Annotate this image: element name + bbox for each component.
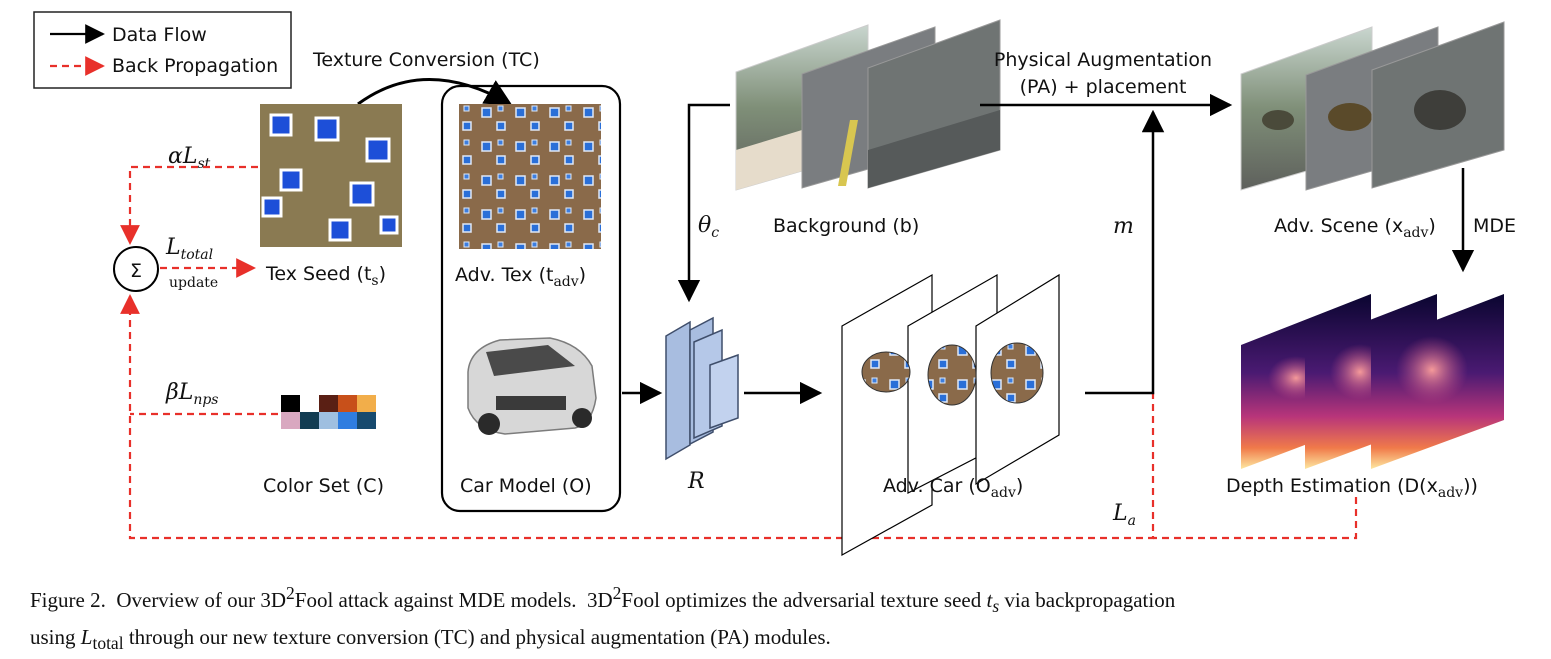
l-total-label: Ltotal: [165, 235, 213, 263]
texture-conversion-label: Texture Conversion (TC): [312, 49, 540, 71]
color-swatch: [338, 412, 357, 429]
color-swatch: [281, 412, 300, 429]
caption-text: using: [30, 625, 81, 650]
update-label: update: [169, 275, 218, 291]
color-swatch: [357, 395, 376, 412]
adv-car-to-pa-arrow: [1085, 109, 1165, 395]
adv-scene-images: [1240, 21, 1505, 191]
color-swatch: [357, 412, 376, 429]
color-swatch: [300, 412, 319, 429]
depth-estimation-images: [1241, 294, 1504, 469]
theta-c-arrow: [677, 103, 730, 303]
depth-estimation-label: Depth Estimation (D(xadv)): [1226, 475, 1478, 501]
adv-tex-label: Adv. Tex (tadv): [455, 264, 586, 290]
caption-superscript: 2: [286, 583, 295, 603]
car-model-image: [467, 337, 597, 435]
tex-seed-label: Tex Seed (ts): [265, 263, 386, 289]
tc-curved-arrow: [357, 78, 513, 106]
adv-car-label: Adv. Car (Oadv): [883, 475, 1023, 501]
renderer-label: R: [687, 469, 705, 494]
legend-back-propagation-label: Back Propagation: [112, 55, 278, 77]
theta-c-label: θc: [698, 213, 719, 241]
figure-caption: Figure 2. Overview of our 3D2Fool attack…: [30, 578, 1530, 659]
caption-math-sub: s: [992, 596, 1000, 617]
caption-text: through our new texture conversion (TC) …: [123, 625, 831, 650]
caption-text: Figure 2. Overview of our 3D: [30, 588, 287, 612]
caption-superscript: 2: [612, 583, 622, 603]
sigma-symbol: Σ: [130, 260, 142, 282]
legend-data-flow-label: Data Flow: [112, 24, 207, 46]
sigma-node: [113, 246, 159, 292]
caption-text: Fool optimizes the adversarial texture s…: [621, 588, 987, 612]
legend-box: [33, 11, 292, 89]
color-swatch: [319, 412, 338, 429]
l-a-label: La: [1112, 501, 1136, 529]
caption-math-sub: total: [92, 633, 124, 654]
color-swatch: [338, 395, 357, 412]
beta-lnps-label: βLnps: [165, 380, 219, 408]
diagram-canvas: Data Flow Back Propagation Texture Conve…: [33, 11, 1516, 557]
caption-text: via backpropagation: [999, 588, 1176, 612]
renderer-block: [665, 316, 739, 461]
physical-augmentation-label-line1: Physical Augmentation: [994, 49, 1212, 71]
color-set-label: Color Set (C): [263, 475, 384, 497]
tc-module-box: [440, 84, 622, 513]
adv-scene-label: Adv. Scene (xadv): [1274, 215, 1436, 241]
color-set-palette: [281, 395, 376, 429]
car-model-label: Car Model (O): [460, 475, 592, 497]
legend: Data Flow Back Propagation: [33, 11, 292, 89]
caption-math: t: [986, 588, 993, 612]
tex-seed-image: [260, 104, 402, 247]
adv-car-images: [841, 273, 1060, 557]
background-images: [735, 19, 1001, 191]
background-label: Background (b): [773, 215, 919, 237]
color-swatch: [281, 395, 300, 412]
color-swatch: [319, 395, 338, 412]
mde-label: MDE: [1473, 215, 1516, 237]
physical-augmentation-label-line2: (PA) + placement: [1020, 76, 1187, 98]
color-swatch: [300, 395, 319, 412]
caption-math: L: [80, 625, 93, 650]
adv-tex-image: [459, 104, 601, 249]
m-label: m: [1113, 214, 1134, 239]
caption-text: Fool attack against MDE models. 3D: [294, 588, 613, 612]
backprop-paths: [120, 165, 1358, 540]
